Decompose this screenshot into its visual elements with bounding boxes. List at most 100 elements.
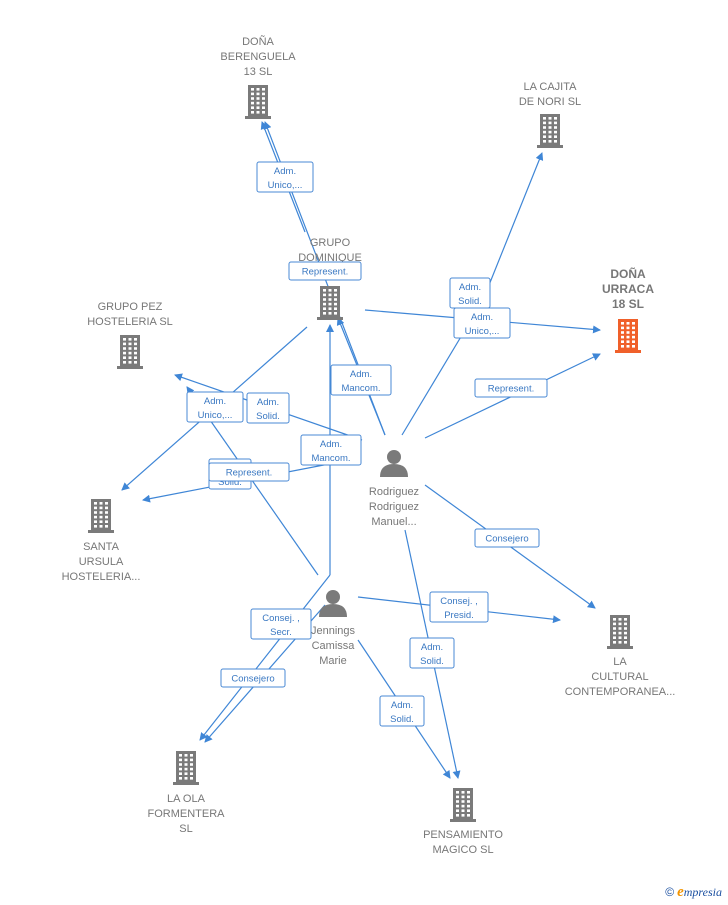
node-dominique[interactable]: GRUPO DOMINIQUE: [298, 237, 362, 320]
edge-label-box: [429, 591, 489, 623]
edge-label[interactable]: Represent.: [208, 462, 290, 482]
edge-label-text: Adm.: [204, 396, 226, 407]
node-label: SL: [179, 823, 192, 835]
node-label: Jennings: [311, 625, 356, 637]
edge-label-text: Adm.: [274, 166, 296, 177]
edge-label[interactable]: Adm.Solid.: [409, 637, 455, 669]
edge-label-text: Mancom.: [311, 453, 350, 464]
edge-label[interactable]: Represent.: [288, 261, 362, 281]
edge-label-text: Secr.: [270, 627, 292, 638]
edge-label-text: Consejero: [485, 534, 528, 545]
edge-label[interactable]: Represent.: [474, 378, 548, 398]
edge-label-text: Adm.: [471, 312, 493, 323]
edge-label[interactable]: Adm. Unico,...: [453, 307, 511, 339]
node-label: FORMENTERA: [148, 808, 226, 820]
edge-label[interactable]: Consejero: [474, 528, 540, 548]
node-label: SANTA: [83, 541, 120, 553]
node-label: HOSTELERIA SL: [87, 316, 173, 328]
node-label: HOSTELERIA...: [62, 571, 141, 583]
node-label: PENSAMIENTO: [423, 829, 503, 841]
node-cajita[interactable]: LA CAJITA DE NORI SL: [519, 81, 581, 148]
node-label: URSULA: [79, 556, 124, 568]
edge-label[interactable]: Consej. ,Secr.: [250, 608, 312, 640]
edge-label[interactable]: Consej. , Presid.: [429, 591, 489, 623]
node-label: DE NORI SL: [519, 96, 581, 108]
node-label: CULTURAL: [591, 671, 648, 683]
edge-label-box: [186, 391, 244, 423]
node-label: Marie: [319, 655, 347, 667]
edge-label[interactable]: Adm. Solid.: [379, 695, 425, 727]
node-label: LA CAJITA: [524, 81, 578, 93]
edge-label-text: Solid.: [420, 656, 444, 667]
edge-label-box: [409, 637, 455, 669]
edge-label[interactable]: Adm. Mancom.: [330, 364, 392, 396]
node-label: Manuel...: [371, 516, 416, 528]
edge-label-box: [379, 695, 425, 727]
node-label: GRUPO PEZ: [98, 301, 163, 313]
edge-label-text: Adm.: [257, 397, 279, 408]
node-label: BERENGUELA: [220, 51, 296, 63]
edge-label-box: [256, 161, 314, 193]
brand-initial: e: [677, 884, 684, 900]
edge-label-text: Unico,...: [465, 326, 500, 337]
edge-label-text: Solid.: [218, 477, 242, 488]
building-icon: [537, 114, 563, 148]
building-icon: [117, 335, 143, 369]
edge-label-text: Adm.: [320, 439, 342, 450]
edge-line: [482, 152, 544, 301]
edge-label-box: [220, 668, 286, 688]
node-label: 13 SL: [244, 66, 273, 78]
edge-label-text: Adm.: [350, 369, 372, 380]
edge-label[interactable]: Adm. Solid.: [449, 277, 491, 309]
copyright-symbol: ©: [665, 885, 675, 899]
edge-label-text: Unico,...: [198, 410, 233, 421]
node-label: Rodriguez: [369, 486, 419, 498]
node-label: Camissa: [312, 640, 356, 652]
edge-label-box: [288, 261, 362, 281]
edge-label-text: Presid.: [444, 610, 474, 621]
building-icon: [450, 788, 476, 822]
building-icon: [317, 286, 343, 320]
edge-labels-layer: Adm. Unico,... Represent. Adm. Solid. Adm. Uni…: [186, 161, 548, 727]
edge-label[interactable]: Consejero: [220, 668, 286, 688]
edge-label[interactable]: Adm. Solid.: [246, 392, 290, 424]
edge-label-text: Consejero: [231, 674, 274, 685]
node-label: 18 SL: [612, 297, 644, 311]
edge-label-box: [330, 364, 392, 396]
edge-label-text: Solid.: [390, 714, 414, 725]
edge-label-text: Represent.: [226, 468, 272, 479]
edge-label[interactable]: Adm. Mancom.: [300, 434, 362, 466]
edge-label-text: Adm.: [459, 282, 481, 293]
edge-label[interactable]: Adm. Unico,...: [186, 391, 244, 423]
building-icon: [607, 615, 633, 649]
edge-label-text: Solid.: [458, 296, 482, 307]
building-icon: [615, 319, 641, 353]
edge-label-box: [453, 307, 511, 339]
edge-label-text: Mancom.: [341, 383, 380, 394]
edge-line: [199, 574, 331, 741]
edge-label-box: [474, 378, 548, 398]
node-label: DOMINIQUE: [298, 252, 362, 264]
node-cultural[interactable]: LACULTURALCONTEMPORANEA...: [565, 615, 676, 698]
edge-label-box: [300, 434, 362, 466]
edge-label-text: Adm.: [391, 700, 413, 711]
node-santa[interactable]: SANTA URSULA HOSTELERIA...: [62, 499, 141, 583]
node-label: GRUPO: [310, 237, 351, 249]
node-label: LA: [613, 656, 627, 668]
edge-label-box: [250, 608, 312, 640]
edge-label-text: Represent.: [488, 384, 534, 395]
brand-name: mpresia: [683, 885, 722, 899]
edge-label-text: Solid.: [256, 411, 280, 422]
edge-label[interactable]: Adm.Unico,...: [256, 161, 314, 193]
node-pez[interactable]: GRUPO PEZ HOSTELERIA SL: [87, 301, 173, 369]
edge-label-box: [208, 462, 290, 482]
building-icon: [173, 751, 199, 785]
edge-label-text: Consej. ,: [440, 596, 478, 607]
node-rodriguez[interactable]: RodriguezRodriguezManuel...: [369, 450, 419, 528]
